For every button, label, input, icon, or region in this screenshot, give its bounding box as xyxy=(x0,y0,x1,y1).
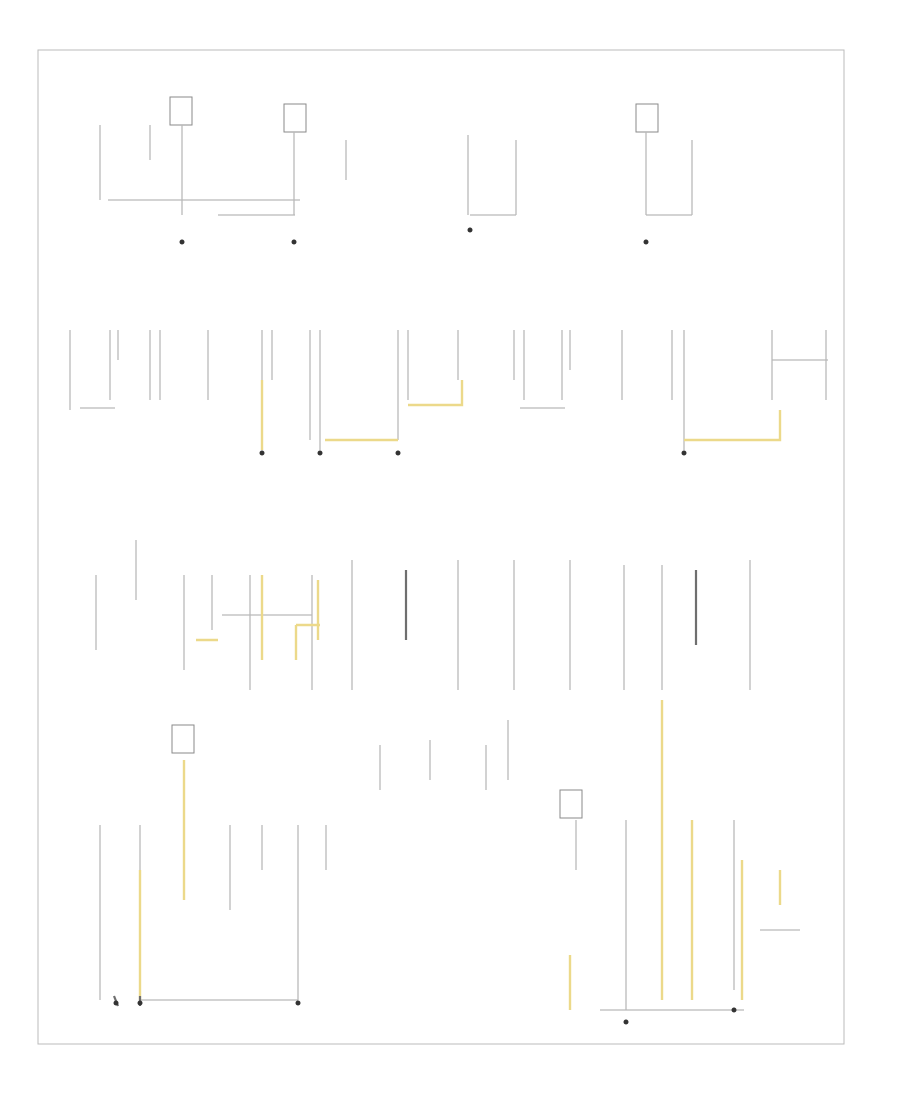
wire-highlight xyxy=(196,575,320,660)
wire-highlight xyxy=(138,700,782,1010)
ground-point xyxy=(137,1000,143,1006)
ground-point xyxy=(291,239,297,245)
row-2-circuits xyxy=(69,330,828,456)
connector-block xyxy=(635,103,659,133)
connector-block xyxy=(559,789,583,819)
ground-point xyxy=(113,1000,119,1006)
ground-point xyxy=(317,450,323,456)
ground-point xyxy=(259,450,265,456)
wire xyxy=(69,330,828,450)
connector-block xyxy=(169,96,193,126)
wire-dark xyxy=(404,570,698,645)
wire xyxy=(95,540,751,690)
wire xyxy=(99,720,800,1011)
row-1-circuits xyxy=(99,96,693,245)
row-3-circuits xyxy=(95,540,751,690)
ground-point xyxy=(681,450,687,456)
connector-block xyxy=(171,724,195,754)
ground-point xyxy=(295,1000,301,1006)
wire xyxy=(99,125,693,216)
ground-point xyxy=(643,239,649,245)
ground-point xyxy=(623,1019,629,1025)
ground-point xyxy=(179,239,185,245)
diagram-frame xyxy=(37,49,845,1045)
wire-highlight xyxy=(260,380,782,450)
ground-point xyxy=(467,227,473,233)
ground-point xyxy=(731,1007,737,1013)
connector-block xyxy=(283,103,307,133)
row-4-circuits xyxy=(99,700,800,1025)
ground-point xyxy=(395,450,401,456)
